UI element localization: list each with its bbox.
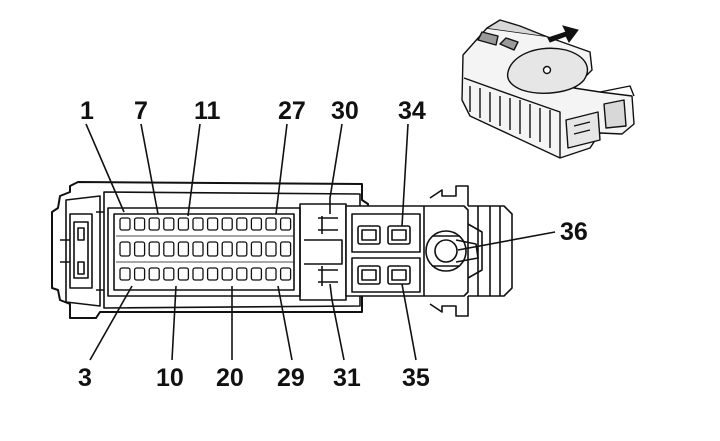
- pin-label: 34: [398, 97, 426, 125]
- pin-cavity: [206, 241, 219, 257]
- pin-cavity: [148, 241, 160, 257]
- pin-cavity: [133, 217, 146, 231]
- pin-cavity: [163, 241, 175, 257]
- pin-cavity: [221, 267, 233, 281]
- pin-label: 27: [278, 97, 306, 125]
- pin-cavity: [119, 241, 131, 257]
- pin-cavity: [221, 217, 233, 231]
- pin-cavity: [192, 217, 204, 231]
- pin-cavity: [221, 241, 233, 257]
- pin-cavity: [177, 267, 190, 281]
- pin-label: 10: [156, 364, 184, 392]
- pin-cavity: [279, 217, 292, 231]
- pin-labels-bottom: 3 10 20 29 31 35: [78, 364, 430, 392]
- pin-cavity: [133, 241, 146, 257]
- pin-label: 11: [194, 97, 221, 125]
- pin-cavity: [279, 267, 292, 281]
- pin-cavity: [250, 267, 263, 281]
- pin-cavity: [148, 267, 160, 281]
- pin-cavity: [206, 267, 219, 281]
- pin-cavity: [192, 267, 204, 281]
- pin-cavity: [119, 267, 131, 281]
- pin-labels-top: 1 7 11 27 30 34: [80, 97, 426, 125]
- pin-cavity: [236, 241, 248, 257]
- pin-cavity: [177, 217, 190, 231]
- pin-labels-right: 36: [560, 218, 588, 246]
- pin-label: 3: [78, 364, 92, 392]
- pin-cavity: [236, 217, 248, 231]
- pin-label: 1: [80, 97, 94, 125]
- small-pin-grid: [116, 217, 294, 281]
- pin-label: 35: [402, 364, 430, 392]
- pin-cavity: [206, 217, 219, 231]
- arrow-right-icon: [547, 25, 579, 43]
- pin-cavity: [250, 241, 263, 257]
- pin-cavity: [177, 241, 190, 257]
- pin-label: 30: [331, 97, 359, 125]
- pin-label: 29: [277, 364, 305, 392]
- connector-3d-view: [461, 19, 635, 159]
- pin-label: 7: [134, 97, 148, 125]
- pin-cavity: [236, 267, 248, 281]
- pin-cavity: [265, 241, 277, 257]
- pin-cavity: [163, 217, 175, 231]
- pin-cavity: [133, 267, 146, 281]
- pin-cavity: [119, 217, 131, 231]
- pin-cavity: [163, 267, 175, 281]
- pin-label: 20: [216, 364, 244, 392]
- pin-cavity: [192, 241, 204, 257]
- pin-cavity: [279, 241, 292, 257]
- leader-lines: [85, 123, 556, 361]
- pin-cavity: [250, 217, 263, 231]
- pin-cavity: [148, 217, 160, 231]
- pin-cavity: [265, 217, 277, 231]
- pin-label: 36: [560, 218, 588, 246]
- pin-label: 31: [333, 364, 361, 392]
- pin-cavity: [265, 267, 277, 281]
